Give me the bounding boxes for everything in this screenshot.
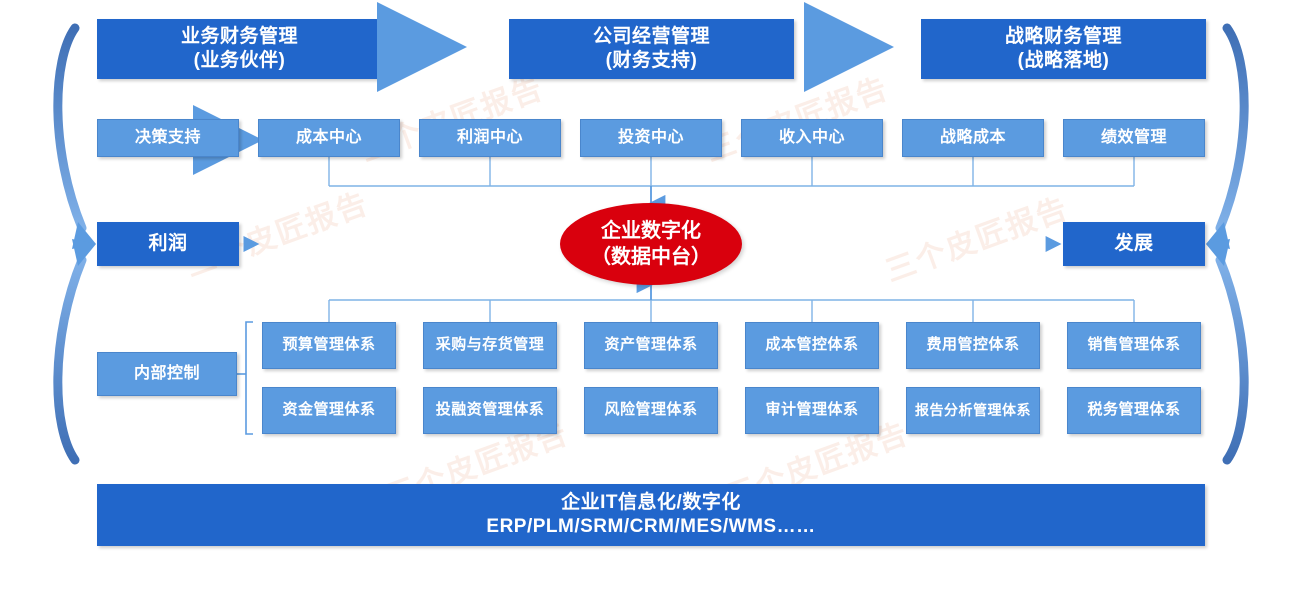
- watermark: 三个皮匠报告: [881, 191, 1074, 289]
- system-label: 成本管控体系: [765, 336, 859, 354]
- top-box-line1: 战略财务管理: [1004, 26, 1122, 48]
- system-box-cost-control[interactable]: 成本管控体系: [745, 322, 879, 369]
- banner-line2: ERP/PLM/SRM/CRM/MES/WMS……: [486, 516, 816, 537]
- row2-label: 绩效管理: [1100, 129, 1167, 146]
- row2-box-cost-center[interactable]: 成本中心: [258, 119, 400, 157]
- top-box-line2: (业务伙伴): [193, 50, 286, 71]
- system-label: 风险管理体系: [604, 401, 698, 419]
- center-ellipse-digitalization[interactable]: 企业数字化 （数据中台）: [560, 203, 742, 285]
- system-box-sales[interactable]: 销售管理体系: [1067, 322, 1201, 369]
- row2-label: 成本中心: [295, 129, 362, 146]
- ellipse-line1: 企业数字化: [601, 220, 701, 242]
- system-box-funds[interactable]: 资金管理体系: [262, 387, 396, 434]
- row2-box-strategic-cost[interactable]: 战略成本: [902, 119, 1044, 157]
- top-box-strategic-finance[interactable]: 战略财务管理 (战略落地): [921, 19, 1206, 79]
- internal-control-box[interactable]: 内部控制: [97, 352, 237, 396]
- system-box-report-analysis[interactable]: 报告分析管理体系: [906, 387, 1040, 434]
- ellipse-line2: （数据中台）: [591, 246, 711, 268]
- system-box-risk[interactable]: 风险管理体系: [584, 387, 718, 434]
- system-label: 资金管理体系: [282, 401, 376, 419]
- row2-label: 决策支持: [134, 129, 201, 146]
- row2-box-profit-center[interactable]: 利润中心: [419, 119, 561, 157]
- system-box-budget[interactable]: 预算管理体系: [262, 322, 396, 369]
- outcome-box-development[interactable]: 发展: [1063, 222, 1205, 266]
- row2-label: 投资中心: [617, 129, 684, 146]
- top-box-business-finance[interactable]: 业务财务管理 (业务伙伴): [97, 19, 382, 79]
- system-box-investment-financing[interactable]: 投融资管理体系: [423, 387, 557, 434]
- system-label: 审计管理体系: [765, 401, 859, 419]
- system-label: 报告分析管理体系: [915, 401, 1031, 418]
- top-box-line1: 业务财务管理: [180, 26, 298, 48]
- system-box-tax[interactable]: 税务管理体系: [1067, 387, 1201, 434]
- system-label: 预算管理体系: [282, 336, 376, 354]
- banner-line1: 企业IT信息化/数字化: [561, 492, 741, 514]
- row2-box-revenue-center[interactable]: 收入中心: [741, 119, 883, 157]
- row2-label: 收入中心: [778, 129, 845, 146]
- system-label: 采购与存货管理: [435, 336, 545, 354]
- row2-box-investment-center[interactable]: 投资中心: [580, 119, 722, 157]
- top-box-line1: 公司经营管理: [592, 26, 710, 48]
- top-box-company-operations[interactable]: 公司经营管理 (财务支持): [509, 19, 794, 79]
- row2-box-performance-management[interactable]: 绩效管理: [1063, 119, 1205, 157]
- system-label: 税务管理体系: [1087, 401, 1181, 419]
- system-box-expense-control[interactable]: 费用管控体系: [906, 322, 1040, 369]
- system-label: 投融资管理体系: [435, 401, 545, 419]
- outcome-label: 发展: [1114, 233, 1154, 255]
- top-box-line2: (财务支持): [605, 50, 698, 71]
- row2-box-decision-support[interactable]: 决策支持: [97, 119, 239, 157]
- top-box-line2: (战略落地): [1017, 50, 1110, 71]
- row2-label: 战略成本: [939, 129, 1006, 146]
- bottom-banner-it-systems[interactable]: 企业IT信息化/数字化 ERP/PLM/SRM/CRM/MES/WMS……: [97, 484, 1205, 546]
- system-label: 费用管控体系: [926, 336, 1020, 354]
- internal-control-label: 内部控制: [133, 365, 200, 382]
- system-label: 销售管理体系: [1087, 336, 1181, 354]
- row2-label: 利润中心: [456, 129, 523, 146]
- system-box-audit[interactable]: 审计管理体系: [745, 387, 879, 434]
- outcome-box-profit[interactable]: 利润: [97, 222, 239, 266]
- system-box-procurement-inventory[interactable]: 采购与存货管理: [423, 322, 557, 369]
- system-box-asset[interactable]: 资产管理体系: [584, 322, 718, 369]
- outcome-label: 利润: [148, 233, 188, 255]
- system-label: 资产管理体系: [604, 336, 698, 354]
